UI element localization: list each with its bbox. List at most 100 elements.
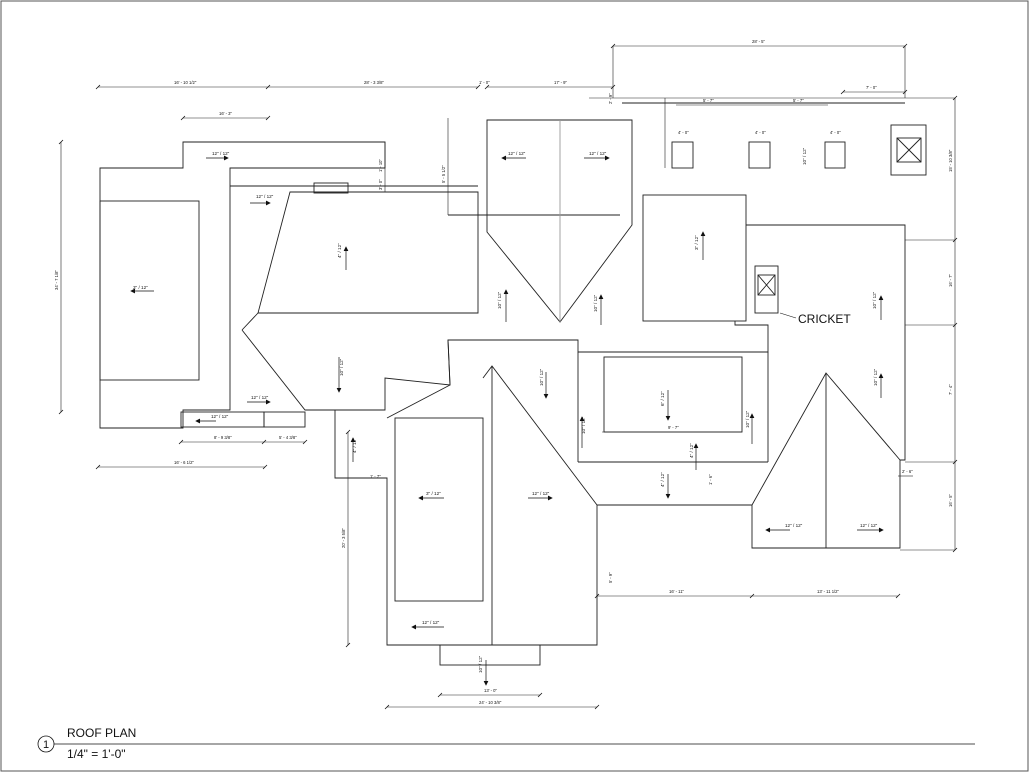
dimension-label: 16' - 10 1/2" (174, 80, 197, 85)
dimension-label: 13' - 11 1/2" (817, 589, 840, 594)
slope-arrow (765, 527, 790, 533)
slope-label: 12" / 12" (860, 523, 878, 528)
dimension-label: 1' - 0" (479, 80, 490, 85)
slope-label: 3" / 12" (694, 235, 699, 250)
slope-label: 6" / 12" (660, 391, 665, 406)
tick (58, 43, 958, 710)
slope-labels: 12" / 12" 12" / 12" 3" / 12" 4" / 12" 12… (133, 147, 878, 673)
roof-chimney-top-right-inner (896, 137, 922, 163)
dimension-label: 2' - 9" (608, 93, 613, 104)
slope-arrow (700, 231, 706, 260)
roof-bump-bottom (439, 644, 541, 666)
slope-arrow (878, 373, 884, 398)
dimension-label: 7' - 4" (948, 384, 953, 395)
roof-panel-lower-inner (394, 417, 484, 602)
roof-chimney-top-right (890, 124, 927, 176)
dimension-label: 5' - 7" (793, 98, 804, 103)
slope-label: 10" / 12" (478, 655, 483, 673)
slope-arrow (206, 155, 229, 161)
dimension-label: 16' - 3" (219, 111, 233, 116)
slope-arrow (501, 155, 526, 161)
dimension-label: 5' - 7" (703, 98, 714, 103)
dimension-label: 1' - 10" (378, 158, 383, 172)
slope-label: 10" / 12" (539, 368, 544, 386)
slope-label: 12" / 12" (589, 151, 607, 156)
dimension-label: 28' - 5" (752, 39, 766, 44)
slope-label: 10" / 12" (593, 294, 598, 312)
slope-arrow (693, 443, 699, 470)
slope-arrow (543, 372, 549, 399)
dimension-label: 7' - 0" (866, 85, 877, 90)
slope-arrow (665, 474, 671, 499)
dimension-label: 4' - 0" (755, 130, 766, 135)
roof-hip-lower (386, 365, 598, 645)
dimension-ticks (58, 43, 958, 710)
slope-label: 10" / 12" (497, 291, 502, 309)
slope-arrow (579, 416, 585, 448)
slope-label: 12" / 12" (532, 491, 550, 496)
slope-arrow (503, 289, 509, 322)
drawing-scale: 1/4" = 1'-0" (67, 747, 126, 761)
slope-label: 10" / 12" (873, 368, 878, 386)
roof-panel-lower-center (603, 356, 743, 433)
dimension-label: 28' - 3 3/8" (364, 80, 384, 85)
slope-arrow (247, 399, 271, 405)
roof-chimney-small (313, 182, 349, 194)
slope-label: 4" / 12" (660, 472, 665, 487)
cricket-label: CRICKET (798, 312, 851, 326)
roof-gable-upper (486, 119, 633, 323)
slope-arrow (411, 624, 444, 630)
slope-label: 3" / 12" (133, 285, 148, 290)
dimension-label: 17' - 9" (554, 80, 568, 85)
drawing-title: ROOF PLAN (67, 726, 136, 740)
roof-vent-3 (824, 141, 846, 169)
roof-chimney-cricket-inner (757, 274, 776, 296)
slope-arrow (483, 660, 489, 686)
dimension-label: 4' - 0" (678, 130, 689, 135)
slope-label: 12" / 12" (256, 194, 274, 199)
dimension-label: 16' - 5" (948, 493, 953, 507)
slope-arrow (665, 390, 671, 421)
roof-chimney-cricket (754, 265, 779, 314)
slope-label: 12" / 12" (422, 620, 440, 625)
slope-arrow (343, 246, 349, 270)
slope-arrow (350, 437, 356, 462)
dimension-label: 16' - 6 1/2" (174, 460, 194, 465)
dimension-label: 2' - 6" (902, 469, 913, 474)
slope-arrow (418, 495, 444, 501)
slope-label: 10" / 12" (339, 358, 344, 376)
dimension-label: 13' - 0" (484, 688, 498, 693)
slope-label: 3" / 12" (426, 491, 441, 496)
roof-vent-1 (671, 141, 694, 169)
slope-label: 12" / 12" (508, 151, 526, 156)
dimension-labels: 16' - 10 1/2" 28' - 3 3/8" 1' - 0" 17' -… (54, 39, 953, 705)
slope-label: 12" / 12" (251, 395, 269, 400)
slope-label: 10" / 12" (745, 410, 750, 428)
roof-panel-left (99, 200, 200, 381)
slope-arrow (130, 288, 154, 294)
dimension-label: 1' - 7" (370, 474, 381, 479)
dimension-label: 8' - 9 3/8" (214, 435, 232, 440)
slope-label: 12" / 12" (212, 151, 230, 156)
dimension-label: 15' - 10 3/8" (948, 149, 953, 172)
dimension-label: 4' - 0" (830, 130, 841, 135)
dimension-label: 5' - 5 1/2" (441, 165, 446, 183)
roof-hip-connector (241, 312, 451, 411)
dimension-label: 34' - 7 1/8" (54, 270, 59, 290)
slope-arrow (195, 418, 216, 424)
dimension-label: 5' - 4 3/8" (279, 435, 297, 440)
slope-label: 10" / 12" (581, 416, 586, 434)
roof-wing-upper-right (642, 194, 747, 322)
slope-arrow (598, 294, 604, 325)
dimension-label: 1' - 6" (708, 474, 713, 485)
slope-arrow (528, 495, 553, 501)
view-number: 1 (43, 739, 49, 751)
title-block: 1 ROOF PLAN 1/4" = 1'-0" (37, 726, 975, 761)
slope-label: 12" / 12" (785, 523, 803, 528)
slope-label: 4" / 12" (689, 443, 694, 458)
roof-panel-left-bottom-2 (263, 411, 306, 428)
roof-outline (99, 102, 927, 666)
roof-chimney-top-right-x (896, 137, 922, 163)
slope-arrow (336, 357, 342, 393)
